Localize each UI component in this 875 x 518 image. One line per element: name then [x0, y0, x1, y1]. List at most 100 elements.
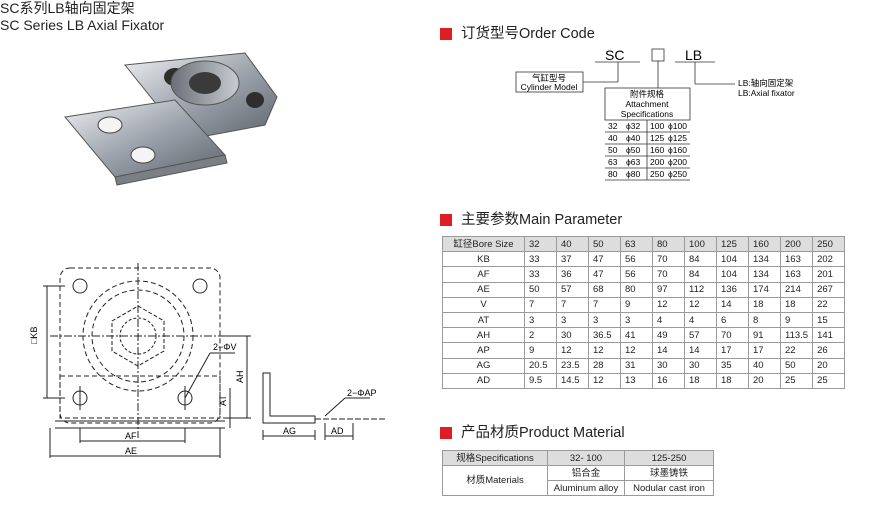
table-header-cell: 32 — [524, 235, 557, 253]
table-header-row: 缸径Bore Size 32 40 50 63 80 100 125 160 2… — [442, 235, 846, 253]
table-row: AD 9.5 14.5 12 13 16 18 18 20 25 25 — [442, 372, 846, 389]
table-cell: AH — [442, 327, 525, 344]
table-cell: 104 — [716, 251, 749, 268]
table-cell: 36.5 — [588, 327, 621, 344]
table-cell: 84 — [684, 266, 717, 283]
product-material-heading: 产品材质Product Material — [440, 424, 625, 442]
table-cell: 49 — [652, 327, 685, 344]
ag-label: AG — [283, 426, 296, 436]
spec-row-1-a: 32 — [608, 121, 618, 131]
table-cell: AG — [442, 357, 525, 374]
af-label: AF — [125, 431, 137, 441]
spec-row-4-d: ϕ200 — [668, 157, 687, 167]
table-row: AG 20.5 23.5 28 31 30 30 35 40 50 20 — [442, 357, 846, 374]
table-cell: 17 — [748, 342, 781, 359]
table-cell: 18 — [748, 296, 781, 313]
v-label: 2−ΦV — [213, 342, 236, 352]
table-cell: 33 — [524, 266, 557, 283]
cylinder-label-en: Cylinder Model — [521, 82, 578, 92]
table-cell: 163 — [779, 266, 814, 283]
table-cell: 50 — [779, 357, 814, 374]
page-title-en: SC Series LB Axial Fixator — [0, 17, 165, 33]
material-2-cn-cell: 球墨铸铁 — [624, 465, 714, 481]
table-cell: 141 — [812, 327, 846, 344]
table-cell: 57 — [556, 281, 589, 298]
table-row: V 7 7 7 9 12 12 14 18 18 22 — [442, 296, 846, 313]
table-header-cell: 125 — [716, 235, 749, 253]
kb-label: □KB — [29, 327, 39, 344]
table-cell: 4 — [684, 311, 717, 329]
table-cell: 26 — [812, 342, 846, 359]
table-cell: 47 — [588, 251, 621, 268]
table-cell: 31 — [620, 357, 653, 374]
table-cell: 3 — [588, 311, 621, 329]
table-cell: 20.5 — [524, 357, 557, 374]
table-cell: 47 — [588, 266, 621, 283]
range-1-cell: 32- 100 — [547, 450, 625, 466]
table-cell: 9 — [524, 342, 557, 359]
table-cell: 13 — [620, 372, 653, 389]
spec-row-2-c: 125 — [650, 133, 664, 143]
lb-label-cn: LB:轴向固定架 — [738, 78, 794, 88]
table-cell: 28 — [588, 357, 621, 374]
table-cell: 201 — [812, 266, 846, 283]
spec-row-1-b: ϕ32 — [626, 121, 640, 131]
table-cell: 214 — [779, 281, 814, 298]
table-cell: 12 — [588, 372, 621, 389]
table-header-row: 规格Specifications 32- 100 125-250 — [442, 450, 714, 466]
range-2-cell: 125-250 — [624, 450, 714, 466]
ae-label: AE — [125, 446, 137, 456]
table-cell: 14.5 — [556, 372, 589, 389]
table-cell: 3 — [524, 311, 557, 329]
table-cell: 3 — [556, 311, 589, 329]
table-row: AH 2 30 36.5 41 49 57 70 91 113.5 141 — [442, 327, 846, 344]
table-cell: 18 — [684, 372, 717, 389]
table-cell: 70 — [652, 266, 685, 283]
table-cell: 12 — [684, 296, 717, 313]
table-cell: 18 — [779, 296, 814, 313]
order-code-diagram: SC LB 气缸型号 Cylinder Model 附件规格 Attachmen… — [515, 47, 795, 181]
red-square-icon — [440, 214, 452, 226]
spec-row-2-b: ϕ40 — [626, 133, 640, 143]
order-code-heading: 订货型号Order Code — [440, 25, 595, 43]
table-row: KB 33 37 47 56 70 84 104 134 163 202 — [442, 251, 846, 268]
spec-row-5-a: 80 — [608, 169, 618, 179]
table-cell: 9 — [779, 311, 814, 329]
table-cell: 7 — [556, 296, 589, 313]
ah-label: AH — [235, 370, 245, 383]
table-cell: 134 — [748, 251, 781, 268]
table-cell: AF — [442, 266, 525, 283]
table-cell: AD — [442, 372, 525, 389]
outline-dashed — [59, 267, 221, 424]
table-cell: 7 — [588, 296, 621, 313]
table-cell: 56 — [620, 251, 653, 268]
table-cell: 113.5 — [779, 327, 814, 344]
table-header-cell: 80 — [652, 235, 685, 253]
page-title-cn: SC系列LB轴向固定架 — [0, 0, 135, 16]
table-cell: 174 — [748, 281, 781, 298]
attach-label-en2: Specifications — [621, 109, 673, 119]
table-header-cell: 200 — [779, 235, 814, 253]
table-cell: 14 — [716, 296, 749, 313]
table-cell: 91 — [748, 327, 781, 344]
table-cell: 12 — [620, 342, 653, 359]
table-cell: 40 — [748, 357, 781, 374]
spec-row-3-c: 160 — [650, 145, 664, 155]
main-parameter-table: 缸径Bore Size 32 40 50 63 80 100 125 160 2… — [442, 235, 846, 389]
table-cell: 6 — [716, 311, 749, 329]
table-row: AP 9 12 12 12 14 14 17 17 22 26 — [442, 342, 846, 359]
table-cell: 12 — [556, 342, 589, 359]
table-row: 材质Materials 铝合金 球墨铸铁 — [442, 465, 714, 496]
table-cell: 25 — [779, 372, 814, 389]
ad-label: AD — [331, 426, 344, 436]
spec-row-4-a: 63 — [608, 157, 618, 167]
table-cell: 14 — [684, 342, 717, 359]
bracket-photo — [64, 52, 278, 186]
table-row: AF 33 36 47 56 70 84 104 134 163 201 — [442, 266, 846, 283]
attach-label-cn: 附件规格 — [630, 89, 665, 99]
spec-row-2-d: ϕ125 — [668, 133, 687, 143]
table-cell: 30 — [556, 327, 589, 344]
table-cell: 104 — [716, 266, 749, 283]
table-cell: 35 — [716, 357, 749, 374]
table-cell: 267 — [812, 281, 846, 298]
